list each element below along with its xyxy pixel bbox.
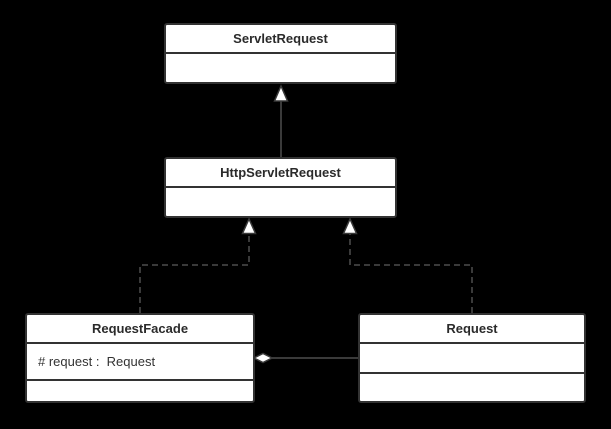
- realization-connector-right: [342, 217, 473, 313]
- hollow-diamond-marker: [252, 352, 274, 364]
- attributes-compartment: [166, 188, 395, 216]
- attribute-text: # request : Request: [38, 354, 156, 369]
- class-box-servletrequest: ServletRequest: [164, 23, 397, 84]
- class-box-requestfacade: RequestFacade # request : Request: [25, 313, 255, 403]
- attributes-compartment: [166, 54, 395, 82]
- class-box-httpservletrequest: HttpServletRequest: [164, 157, 397, 218]
- realization-connector-left: [139, 217, 257, 313]
- realization-dashed-line: [139, 233, 250, 313]
- class-title: RequestFacade: [27, 315, 253, 344]
- class-title: HttpServletRequest: [166, 159, 395, 188]
- class-title: Request: [360, 315, 584, 344]
- hollow-triangle-arrowhead: [241, 217, 257, 235]
- hollow-triangle-arrowhead: [342, 217, 358, 235]
- attributes-compartment: [360, 344, 584, 374]
- operations-compartment: [360, 374, 584, 402]
- class-title: ServletRequest: [166, 25, 395, 54]
- attributes-compartment: # request : Request: [27, 344, 253, 381]
- generalization-connector: [273, 84, 289, 157]
- operations-compartment: [27, 381, 253, 401]
- hollow-triangle-arrowhead: [273, 84, 289, 102]
- aggregation-connector: [252, 352, 358, 364]
- realization-dashed-line: [349, 233, 473, 313]
- class-box-request: Request: [358, 313, 586, 403]
